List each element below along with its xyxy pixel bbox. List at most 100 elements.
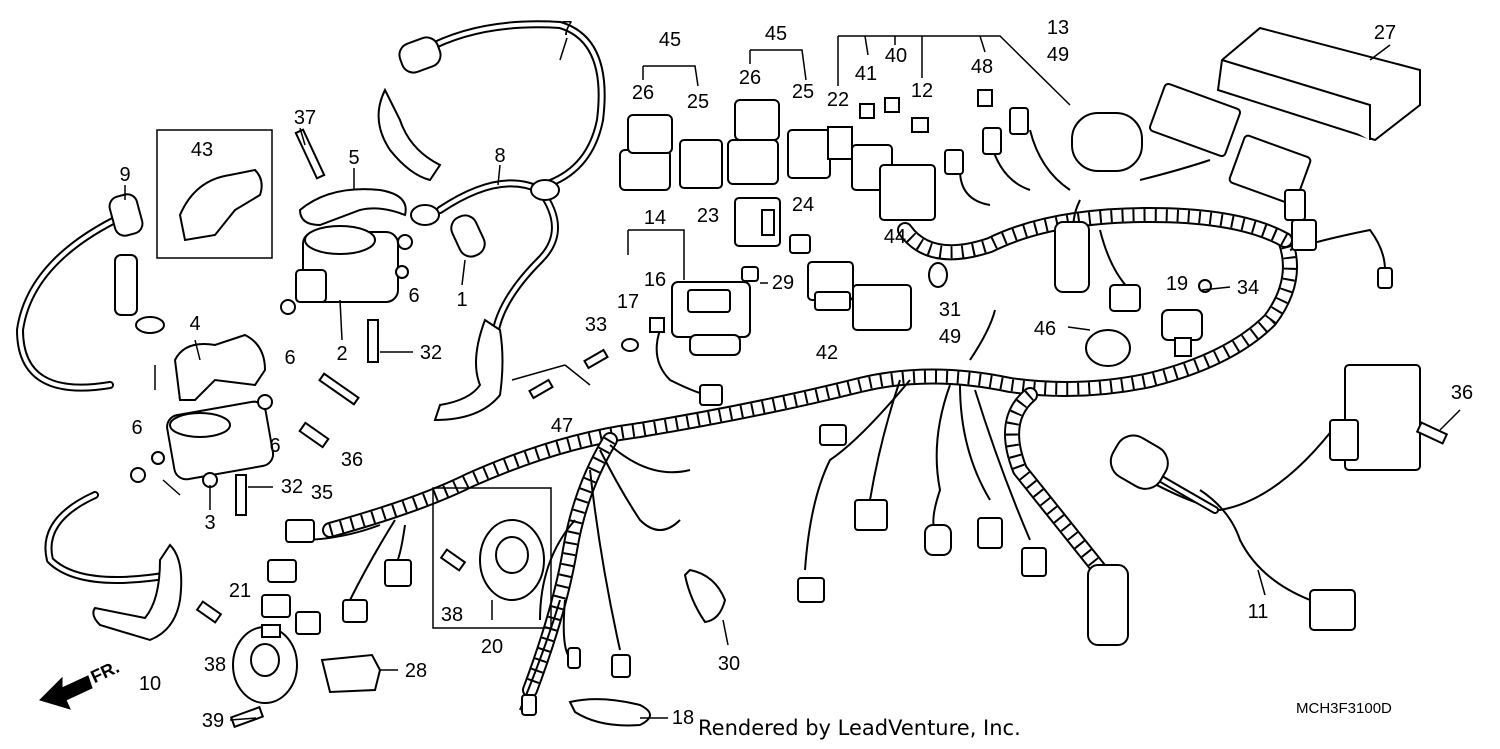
part-27-ecu: [1216, 26, 1421, 142]
callout-label: 5: [348, 147, 359, 169]
part-42-connector: [807, 261, 854, 311]
part-28-bracket: [320, 653, 382, 694]
callout-label: 36: [1451, 382, 1473, 404]
callout-label: 25: [687, 91, 709, 113]
part-36-bolt-left: [318, 372, 360, 406]
part-8-plug-cap: [433, 318, 504, 422]
front-arrow-label: FR.: [88, 657, 123, 687]
callout-label: 32: [420, 342, 442, 364]
part-12-fuse: [911, 117, 929, 133]
callout-label: 19: [1166, 273, 1188, 295]
part-32-bolt-b: [235, 474, 247, 516]
callout-label: 7: [561, 18, 572, 40]
callout-labels: 1 2 3 4 5 6 6 6 6 7 8 9 10 11 12 13 49 1…: [119, 17, 1473, 732]
part-26-relay-b: [727, 99, 780, 185]
part-10-plug-cap: [92, 543, 183, 642]
part-41-fuse: [859, 103, 875, 119]
part-38-bolt-a: [439, 548, 467, 572]
callout-label: 34: [1237, 277, 1259, 299]
leader-lines: [124, 35, 1461, 721]
part-26-relay-a: [619, 114, 673, 191]
part-36-bolt-right: [1415, 421, 1449, 445]
callout-label: 8: [494, 145, 505, 167]
part-11-regulator: [1109, 364, 1421, 631]
part-21-horn: [232, 624, 298, 704]
diagram-code: MCH3F3100D: [1296, 700, 1392, 717]
callout-label: 29: [772, 272, 794, 294]
callout-label: 40: [885, 45, 907, 67]
callout-label: 31: [939, 299, 961, 321]
callout-label: 6: [269, 435, 280, 457]
callout-label: 13: [1047, 17, 1069, 39]
callout-label: 48: [971, 56, 993, 78]
callout-label: 12: [911, 80, 933, 102]
part-38-bolt-b: [195, 600, 223, 624]
part-13-unit: [1054, 112, 1143, 646]
callout-label: 43: [191, 139, 213, 161]
callout-label: 6: [408, 285, 419, 307]
part-22-sheet: [827, 126, 853, 160]
callout-label: 9: [119, 164, 130, 186]
main-wire-harness: [299, 129, 1386, 711]
callout-label: 39: [202, 710, 224, 732]
part-14-unit: [671, 281, 751, 356]
callout-label: 22: [827, 89, 849, 111]
callout-label: 35: [311, 482, 333, 504]
part-39-bolt: [229, 705, 265, 729]
part-24-connector: [789, 234, 811, 254]
part-7-plug-cap: [377, 36, 560, 226]
part-20-horn: [432, 487, 552, 629]
part-5-bracket: [298, 188, 407, 227]
callout-label: 28: [405, 660, 427, 682]
front-direction-arrow-icon: FR.: [39, 657, 123, 710]
callout-label: 21: [229, 580, 251, 602]
part-9-plug-cap: [108, 193, 165, 334]
part-18-band: [568, 698, 651, 727]
part-35-bolt: [298, 421, 330, 449]
callout-label: 49: [1047, 44, 1069, 66]
part-25-relay-a: [679, 139, 723, 189]
callout-label: 3: [204, 512, 215, 534]
part-31-clip: [928, 262, 948, 288]
credit-text: Rendered by LeadVenture, Inc.: [698, 716, 1021, 740]
part-23-relay: [734, 197, 781, 247]
callout-label: 6: [284, 347, 295, 369]
callout-label: 20: [481, 636, 503, 658]
callout-label: 11: [1248, 601, 1269, 623]
part-4-bracket: [173, 333, 267, 401]
callout-label: 25: [792, 81, 814, 103]
callout-label: 38: [204, 654, 226, 676]
part-47-bolt: [528, 378, 554, 400]
part-37-bolt: [294, 128, 326, 180]
part-12-fuse-box: [851, 144, 936, 221]
callout-label: 16: [644, 269, 666, 291]
callout-label: 1: [456, 289, 467, 311]
part-19-sensor: [1161, 309, 1203, 357]
part-2-ignition-coil: [295, 225, 409, 303]
callout-label: 30: [718, 653, 740, 675]
part-44-cover: [852, 284, 912, 331]
callout-label: 38: [441, 604, 463, 626]
callout-label: 14: [644, 207, 666, 229]
part-46-band: [1085, 329, 1131, 367]
callout-label: 44: [884, 226, 906, 248]
callout-label: 6: [131, 417, 142, 439]
part-30-band: [683, 568, 727, 624]
callout-label: 46: [1034, 318, 1056, 340]
callout-label: 23: [697, 205, 719, 227]
callout-label: 42: [816, 342, 838, 364]
part-32-bolt-a: [367, 319, 379, 363]
callout-label: 41: [855, 63, 877, 85]
part-33-bolt: [583, 348, 609, 370]
callout-label: 2: [336, 343, 347, 365]
part-48-fuse: [977, 89, 993, 107]
callout-label: 49: [939, 326, 961, 348]
part-43-bracket: [156, 129, 273, 259]
callout-label: 47: [551, 415, 573, 437]
callout-label: 32: [281, 476, 303, 498]
callout-label: 26: [632, 82, 654, 104]
part-3-ignition-coil: [151, 400, 275, 488]
part-1-sleeve: [450, 214, 486, 258]
callout-label: 45: [659, 29, 681, 51]
